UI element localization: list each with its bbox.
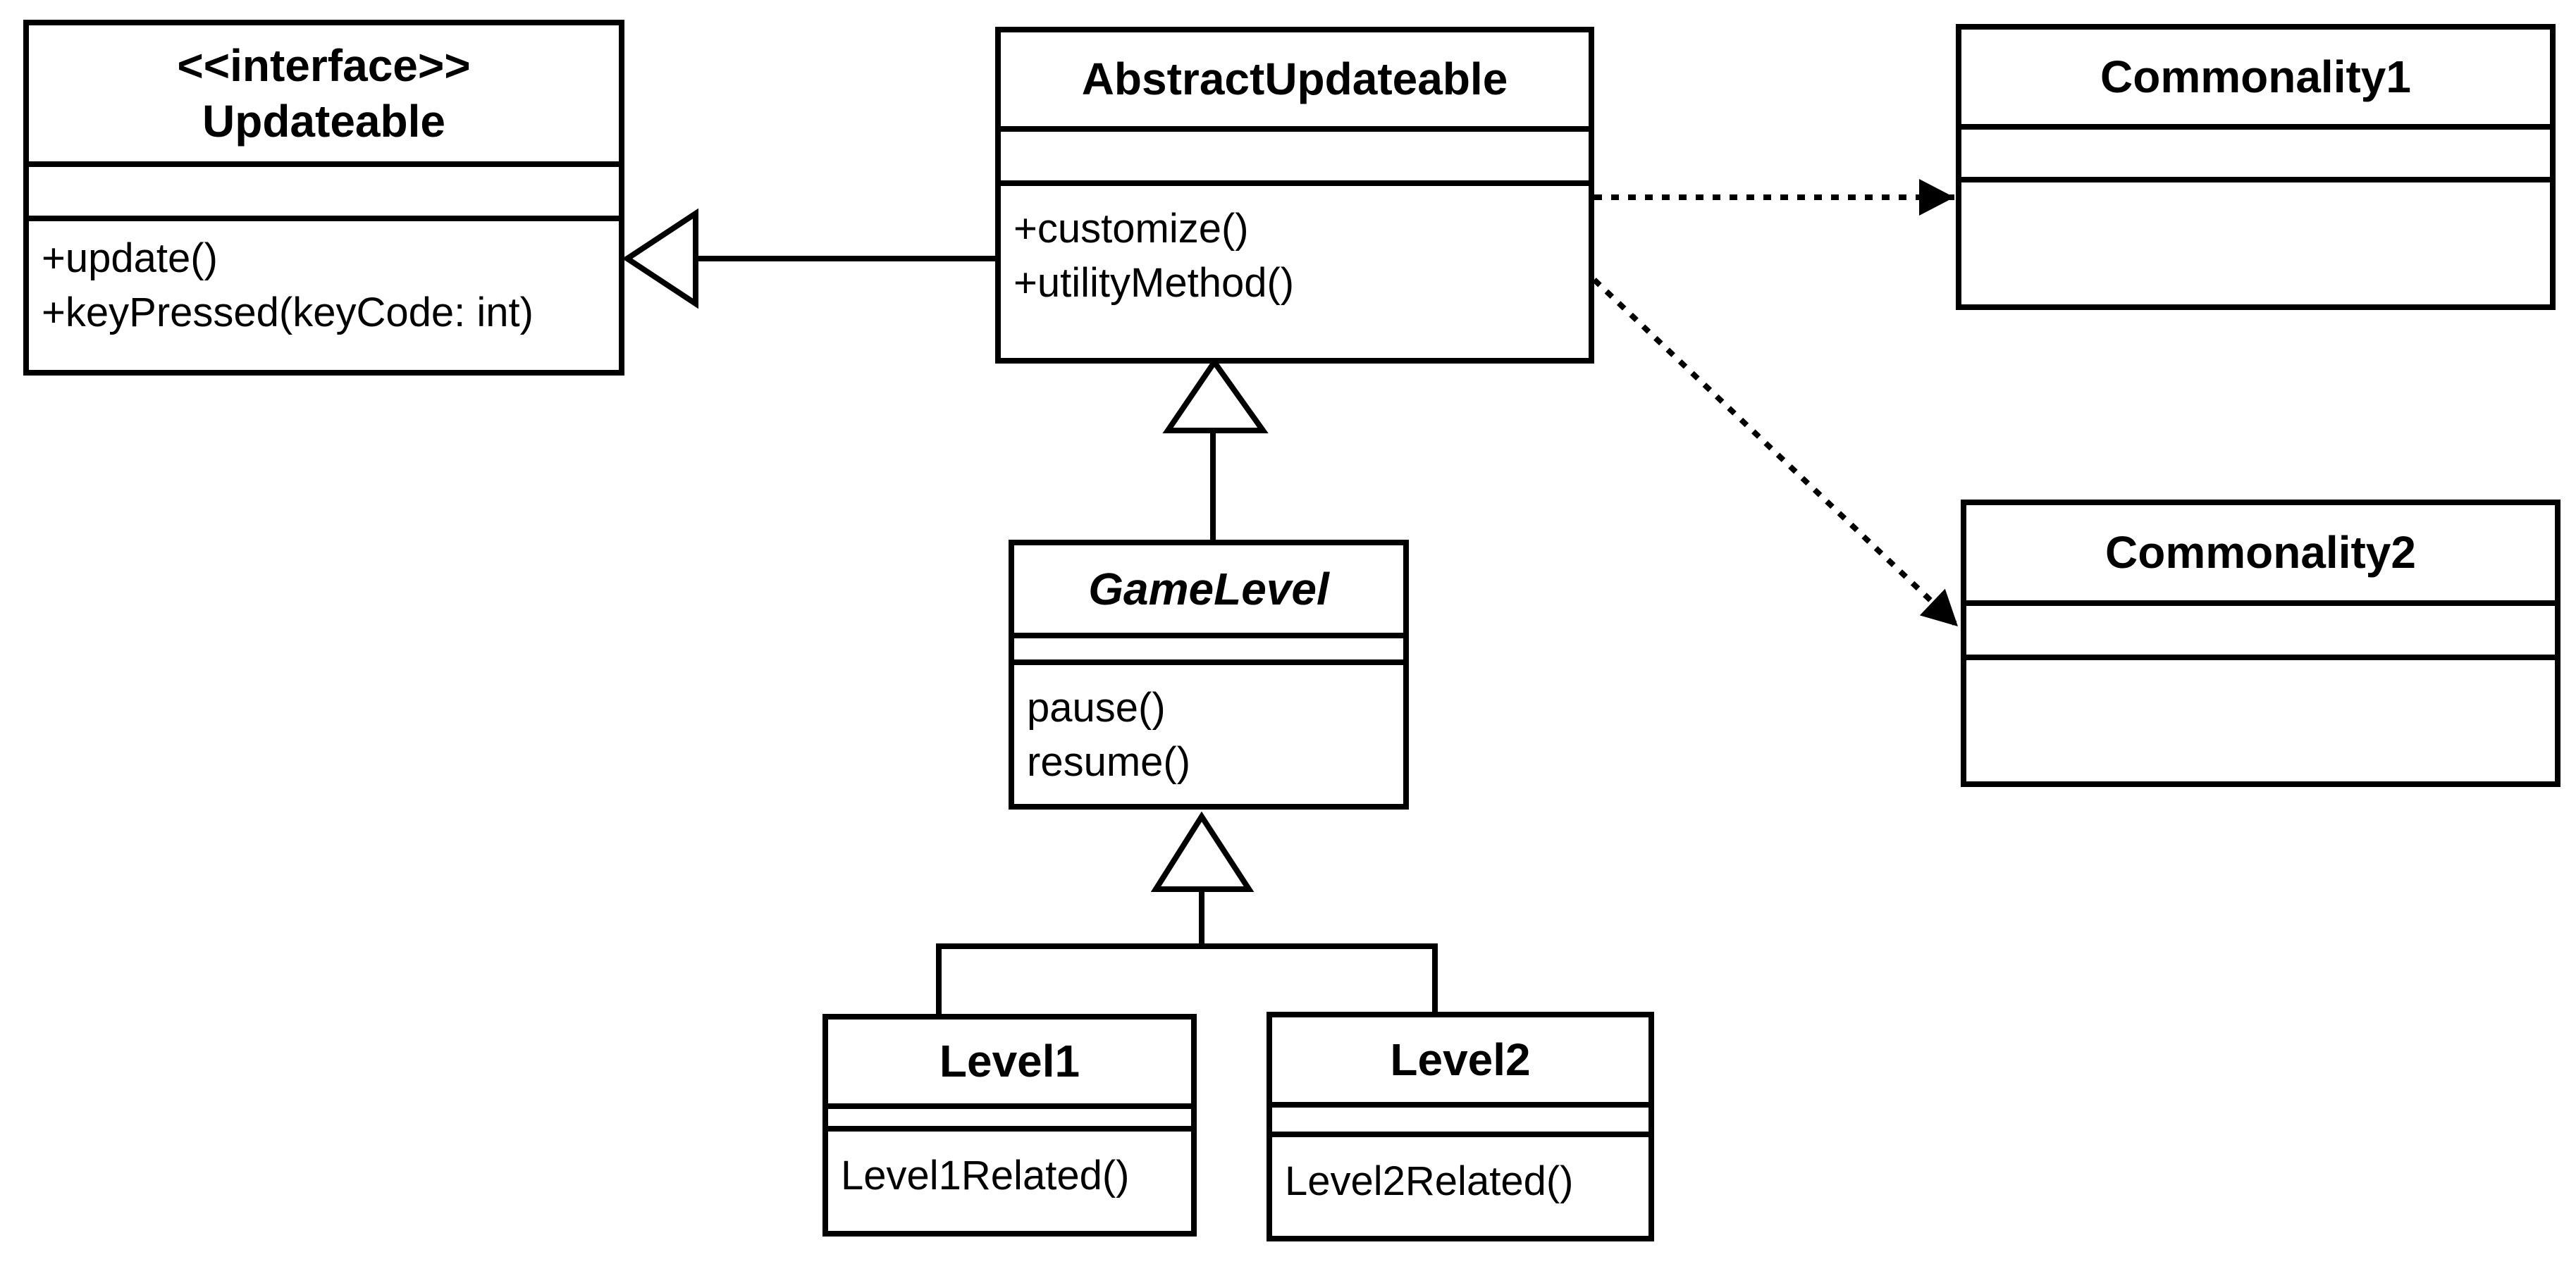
- stereotype-label: <<interface>>: [177, 40, 471, 92]
- class-title-commonality1: Commonality1: [1961, 30, 2550, 130]
- methods-compartment: Level2Related(): [1272, 1137, 1648, 1236]
- method-label: +keyPressed(keyCode: int): [42, 290, 534, 336]
- methods-compartment: pause() resume(): [1014, 665, 1403, 804]
- class-name: Commonality1: [2100, 51, 2411, 102]
- generalization-hollow-triangle-icon: [1162, 357, 1269, 433]
- class-title-game-level: GameLevel: [1014, 545, 1403, 638]
- method-label: pause(): [1027, 685, 1166, 731]
- class-box-updateable: <<interface>> Updateable +update() +keyPr…: [23, 20, 624, 376]
- method-label: resume(): [1027, 739, 1191, 786]
- methods-compartment: +update() +keyPressed(keyCode: int): [29, 221, 619, 370]
- method-label: Level1Related(): [841, 1153, 1130, 1198]
- class-box-commonality2: Commonality2: [1961, 500, 2560, 787]
- class-name: Commonality2: [2105, 527, 2416, 578]
- attributes-compartment: [1001, 132, 1589, 186]
- class-title-commonality2: Commonality2: [1966, 505, 2555, 606]
- class-name: Level2: [1390, 1034, 1531, 1085]
- class-title-level2: Level2: [1272, 1017, 1648, 1108]
- generalization-branch-line: [936, 943, 1438, 1015]
- class-name: AbstractUpdateable: [1081, 54, 1508, 105]
- attributes-compartment: [1014, 638, 1403, 665]
- method-label: +customize(): [1013, 206, 1249, 252]
- method-label: +update(): [42, 235, 218, 281]
- method-label: +utilityMethod(): [1013, 260, 1295, 306]
- class-box-level1: Level1 Level1Related(): [822, 1014, 1197, 1237]
- class-box-game-level: GameLevel pause() resume(): [1009, 540, 1409, 810]
- generalization-hollow-triangle-icon: [1150, 811, 1255, 892]
- class-box-level2: Level2 Level2Related(): [1267, 1012, 1654, 1241]
- class-title-level1: Level1: [828, 1020, 1191, 1109]
- class-box-commonality1: Commonality1: [1956, 24, 2556, 310]
- methods-compartment: Level1Related(): [828, 1132, 1191, 1231]
- class-box-abstract-updateable: AbstractUpdateable +customize() +utilityM…: [995, 27, 1594, 364]
- class-name: Updateable: [202, 95, 445, 147]
- class-name: Level1: [939, 1036, 1080, 1087]
- class-title-updateable: <<interface>> Updateable: [29, 25, 619, 167]
- dependency-line-abstractupdateable-commonality2: [1592, 278, 1960, 628]
- attributes-compartment: [1961, 130, 2550, 182]
- attributes-compartment: [1272, 1108, 1648, 1137]
- class-name: GameLevel: [1088, 563, 1329, 614]
- methods-compartment: [1961, 182, 2550, 304]
- method-label: Level2Related(): [1285, 1158, 1574, 1204]
- attributes-compartment: [828, 1109, 1191, 1132]
- attributes-compartment: [1966, 606, 2555, 660]
- attributes-compartment: [29, 167, 619, 221]
- methods-compartment: [1966, 660, 2555, 781]
- class-title-abstract-updateable: AbstractUpdateable: [1001, 32, 1589, 132]
- methods-compartment: +customize() +utilityMethod(): [1001, 186, 1589, 358]
- realization-hollow-triangle-icon: [622, 208, 698, 309]
